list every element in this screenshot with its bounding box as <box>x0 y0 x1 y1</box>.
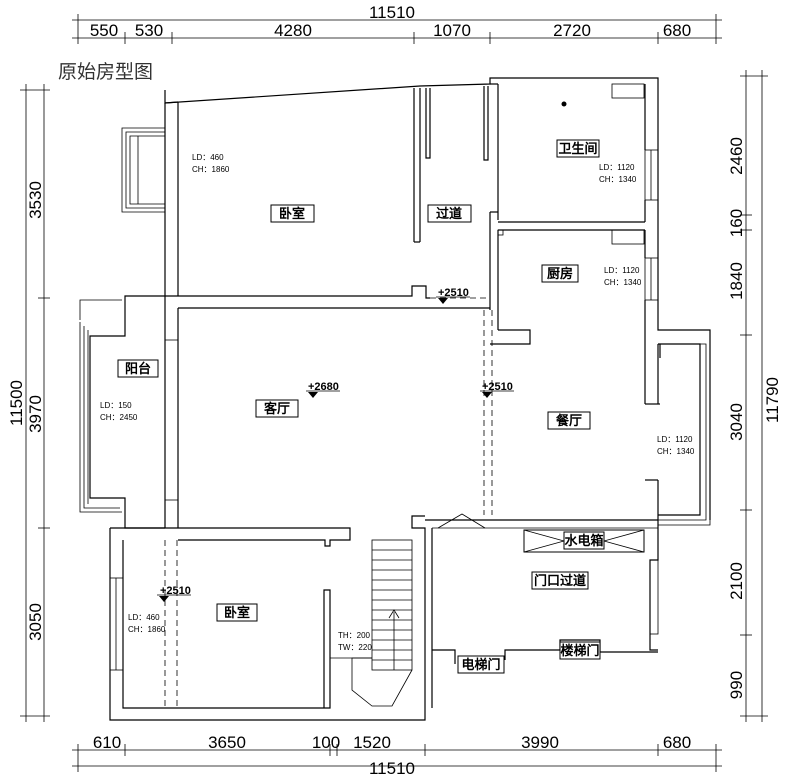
note-stairs-th: TH：200 <box>338 631 371 640</box>
level-dining: +2510 <box>482 381 513 393</box>
note-kitchen-ch: CH：1340 <box>604 278 642 287</box>
dim-left-2: 3970 <box>26 395 45 433</box>
level-living: +2680 <box>308 381 339 393</box>
stair-treads <box>372 549 412 661</box>
room-label-corridor: 过道 <box>436 206 462 221</box>
note-bedroom-top-ld: LD：460 <box>192 153 224 162</box>
dim-right-6: 990 <box>727 671 746 699</box>
dim-top-2: 530 <box>135 21 163 40</box>
level-markers: +2510 +2680 +2510 +2510 <box>157 287 514 602</box>
room-label-living: 客厅 <box>264 401 290 416</box>
dim-top-5: 2720 <box>553 21 591 40</box>
dim-bottom-3: 100 <box>312 733 340 752</box>
room-label-dining: 餐厅 <box>555 413 582 428</box>
dim-bottom-4: 1520 <box>353 733 391 752</box>
left-dimensions: 11500 3530 3970 3050 <box>7 84 50 722</box>
dim-left-3: 3050 <box>26 603 45 641</box>
dimension-notes: LD：460 CH：1860 LD：1120 CH：1340 LD：1120 C… <box>100 153 695 652</box>
room-label-stair-door: 楼梯门 <box>560 643 599 658</box>
dim-bottom-5: 3990 <box>521 733 559 752</box>
room-label-bathroom: 卫生间 <box>558 141 597 156</box>
dim-left-total: 11500 <box>7 380 26 426</box>
room-label-bedroom-top: 卧室 <box>279 206 305 221</box>
note-bedroom-top-ch: CH：1860 <box>192 165 230 174</box>
dim-bottom-total: 11510 <box>369 759 415 778</box>
note-balcony-ch: CH：2450 <box>100 413 138 422</box>
note-bathroom-ld: LD：1120 <box>599 163 635 172</box>
dim-right-4: 3040 <box>727 403 746 441</box>
level-corridor: +2510 <box>438 287 469 299</box>
right-dimensions: 2460 160 1840 3040 2100 990 11790 <box>727 70 782 722</box>
note-bathroom-ch: CH：1340 <box>599 175 637 184</box>
dim-top-1: 550 <box>90 21 118 40</box>
dim-top-3: 4280 <box>274 21 312 40</box>
note-stairs-tw: TW：220 <box>338 643 372 652</box>
dim-bottom-6: 680 <box>663 733 691 752</box>
note-dining-ch: CH：1340 <box>657 447 695 456</box>
room-label-bedroom-bottom: 卧室 <box>224 605 250 620</box>
bottom-dimensions: 610 3650 100 1520 3990 680 11510 <box>72 733 722 778</box>
walls <box>79 77 711 721</box>
dim-top-total: 11510 <box>369 3 415 22</box>
note-balcony-ld: LD：150 <box>100 401 132 410</box>
room-label-balcony: 阳台 <box>125 361 151 376</box>
dim-top-4: 1070 <box>433 21 471 40</box>
note-bedroom-bottom-ld: LD：460 <box>128 613 160 622</box>
note-kitchen-ld: LD：1120 <box>604 266 640 275</box>
note-dining-ld: LD：1120 <box>657 435 693 444</box>
room-label-kitchen: 厨房 <box>547 266 573 281</box>
dim-bottom-2: 3650 <box>208 733 246 752</box>
dim-left-1: 3530 <box>26 181 45 219</box>
dim-right-1: 2460 <box>727 137 746 175</box>
dim-right-3: 1840 <box>727 262 746 300</box>
level-bedroom-bottom: +2510 <box>160 585 191 597</box>
room-labels: 卧室 过道 卫生间 厨房 阳台 客厅 餐厅 水电箱 门口过道 卧室 电梯门 楼梯… <box>117 139 645 674</box>
dim-right-2: 160 <box>727 209 746 237</box>
dim-right-total: 11790 <box>763 377 782 423</box>
dim-right-5: 2100 <box>727 562 746 600</box>
top-dimensions: 11510 550 530 4280 1070 2720 680 <box>72 3 722 44</box>
room-label-entry-corridor: 门口过道 <box>534 573 586 588</box>
plan-title: 原始房型图 <box>58 61 153 83</box>
dim-bottom-1: 610 <box>93 733 121 752</box>
dim-top-6: 680 <box>663 21 691 40</box>
note-bedroom-bottom-ch: CH：1860 <box>128 625 166 634</box>
room-label-meter-box: 水电箱 <box>564 533 603 548</box>
room-label-elevator-door: 电梯门 <box>461 657 500 672</box>
